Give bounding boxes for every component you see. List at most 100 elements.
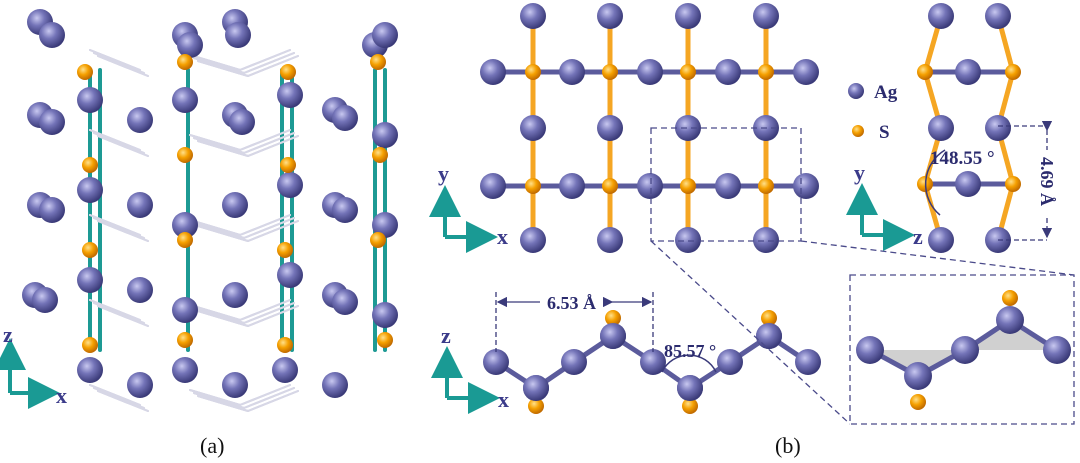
caption-b: (b): [775, 433, 801, 458]
angle-arc-yz: [924, 149, 946, 216]
ag-atom: [597, 3, 623, 29]
ag-atom: [372, 122, 398, 148]
panel-a-structure: [22, 9, 398, 412]
ag-atom: [715, 59, 741, 85]
axis-label-z: z: [913, 224, 923, 249]
grey-bond: [93, 132, 145, 154]
legend-ag-label: Ag: [874, 82, 898, 103]
yz-view-axes: y z: [846, 160, 923, 251]
ag-atom: [559, 59, 585, 85]
angle-label-yz: 148.55 °: [930, 148, 995, 169]
legend-ag-swatch: [848, 83, 864, 99]
xz-view-atoms: [483, 310, 821, 414]
legend-s-swatch: [852, 125, 864, 137]
grey-bond: [197, 140, 249, 157]
grey-bond: [193, 307, 245, 324]
ag-atom: [753, 3, 779, 29]
ag-atom: [332, 289, 358, 315]
s-atom: [1002, 290, 1018, 306]
ag-atom: [904, 362, 932, 390]
ag-atom: [955, 59, 981, 85]
s-atom: [277, 242, 293, 258]
s-atom: [758, 64, 774, 80]
s-atom: [370, 54, 386, 70]
grey-bond: [247, 305, 299, 327]
ag-atom: [793, 173, 819, 199]
ag-atom: [127, 107, 153, 133]
grey-bond: [97, 305, 149, 327]
grey-bond: [93, 52, 145, 74]
ag-atom: [229, 109, 255, 135]
ag-atom: [637, 59, 663, 85]
inset-atoms: [856, 290, 1071, 410]
grey-bond: [189, 134, 241, 151]
grey-bond: [239, 49, 291, 71]
ag-atom: [127, 277, 153, 303]
s-atom: [680, 178, 696, 194]
grey-bond: [89, 49, 141, 71]
ag-atom: [951, 336, 979, 364]
ag-atom: [222, 372, 248, 398]
ag-atom: [222, 282, 248, 308]
ag-atom: [985, 115, 1011, 141]
grey-bond: [97, 390, 149, 412]
ag-atom: [172, 357, 198, 383]
ag-atom: [600, 323, 626, 349]
ag-atom: [559, 173, 585, 199]
ag-atom: [39, 197, 65, 223]
s-atom: [177, 232, 193, 248]
ag-atom: [520, 3, 546, 29]
grey-bond: [247, 55, 299, 77]
axis-label-z: z: [441, 323, 451, 348]
unit-cell-box: [650, 127, 802, 242]
ag-atom: [277, 172, 303, 198]
ag-atom: [715, 173, 741, 199]
ag-atom: [996, 306, 1024, 334]
grey-bond: [193, 57, 245, 74]
ag-atom: [675, 115, 701, 141]
grey-bond: [239, 299, 291, 321]
ag-atom: [372, 212, 398, 238]
grey-bond: [193, 137, 245, 154]
grey-bond: [189, 389, 241, 406]
grey-bond: [243, 302, 295, 324]
axis-label-x: x: [498, 387, 509, 412]
grey-bond: [89, 129, 141, 151]
caption-a: (a): [200, 433, 224, 458]
grey-bond: [189, 304, 241, 321]
s-atom: [528, 398, 544, 414]
grey-bond: [239, 384, 291, 406]
ag-atom: [955, 171, 981, 197]
grey-bond: [243, 387, 295, 409]
ag-atom: [277, 82, 303, 108]
s-atom: [525, 178, 541, 194]
ag-atom: [928, 3, 954, 29]
ag-atom: [77, 177, 103, 203]
ag-atom: [856, 336, 884, 364]
zoom-inset: [650, 240, 1075, 425]
ag-atom: [985, 3, 1011, 29]
ag-atom: [793, 59, 819, 85]
angle-arc-xz: [661, 354, 717, 373]
ag-atom: [77, 357, 103, 383]
grey-bond: [89, 299, 141, 321]
s-atom: [280, 157, 296, 173]
grey-bond: [197, 310, 249, 327]
ag-atom: [928, 227, 954, 253]
ag-atom: [677, 375, 703, 401]
s-atom: [1005, 176, 1021, 192]
s-atom: [177, 54, 193, 70]
grey-bond: [243, 52, 295, 74]
ag-atom: [1043, 336, 1071, 364]
s-atom: [280, 64, 296, 80]
panel-b-side-view-xz: 6.53 Å 85.57 °: [483, 292, 821, 414]
ag-atom: [753, 227, 779, 253]
s-atom: [525, 64, 541, 80]
ag-atom: [637, 173, 663, 199]
grey-bond: [197, 395, 249, 412]
ag-atom: [172, 297, 198, 323]
grey-bond: [89, 214, 141, 236]
ag-atom: [172, 212, 198, 238]
axis-label-x: x: [497, 224, 508, 249]
s-atom: [77, 64, 93, 80]
